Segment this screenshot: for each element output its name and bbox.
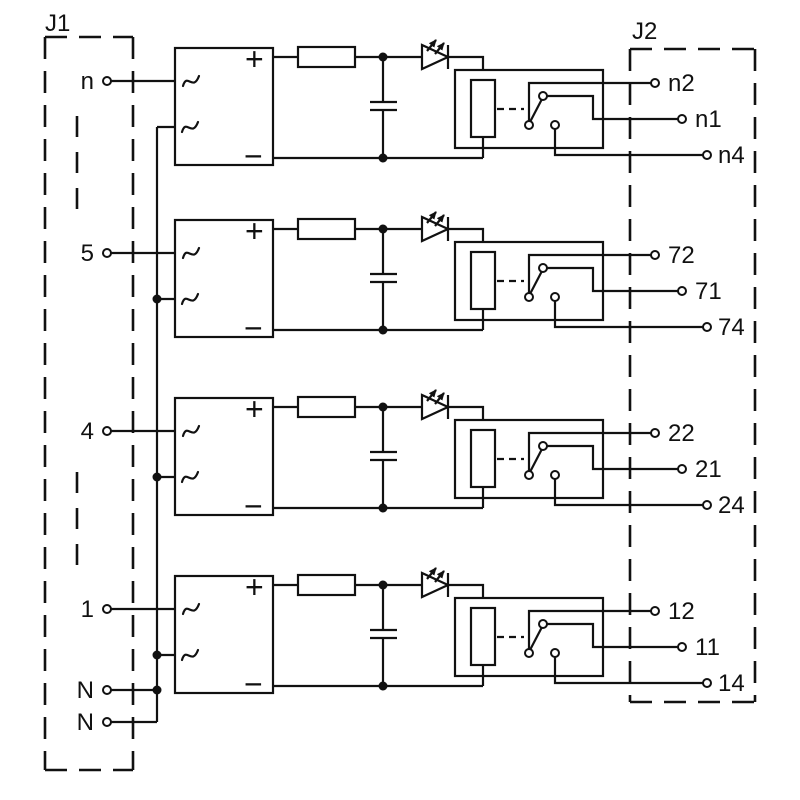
input-terminal-label: 1 [81,596,94,623]
com-terminal-label: 21 [695,456,722,483]
channel-2: 5 72 71 74 [81,212,745,346]
neutral-terminal-label-1: N [77,677,94,704]
j1-label: J1 [45,10,70,37]
channel-1-circuit [103,40,711,174]
com-terminal-label: 11 [695,634,720,661]
j2-connector: J2 [628,18,757,704]
nc-terminal-label: n2 [668,70,695,97]
j2-boundary [628,47,757,704]
neutral-terminal-1 [102,685,112,695]
input-terminal-label: n [81,68,94,95]
no-terminal-label: 24 [718,492,745,519]
no-terminal-label: 74 [718,314,745,341]
j1-connector: J1 [43,10,135,772]
com-terminal-label: 71 [695,278,722,305]
channel-1: n n2 n1 n4 [81,40,745,174]
j1-boundary [43,35,135,772]
neutral-terminal-label-2: N [77,709,94,736]
channel-4: 1 12 11 14 [81,568,745,702]
nc-terminal-label: 22 [668,420,695,447]
j2-label: J2 [632,18,657,45]
input-terminal-label: 4 [81,418,94,445]
channel-3-circuit [103,390,711,524]
com-terminal-label: n1 [695,106,722,133]
input-terminal-label: 5 [81,240,94,267]
channel-4-circuit [103,568,711,702]
nc-terminal-label: 12 [668,598,695,625]
no-terminal-label: n4 [718,142,745,169]
neutral-terminal-2 [102,717,112,727]
channel-2-circuit [103,212,711,346]
no-terminal-label: 14 [718,670,745,697]
nc-terminal-label: 72 [668,242,695,269]
channel-3: 4 22 21 24 [81,390,745,524]
